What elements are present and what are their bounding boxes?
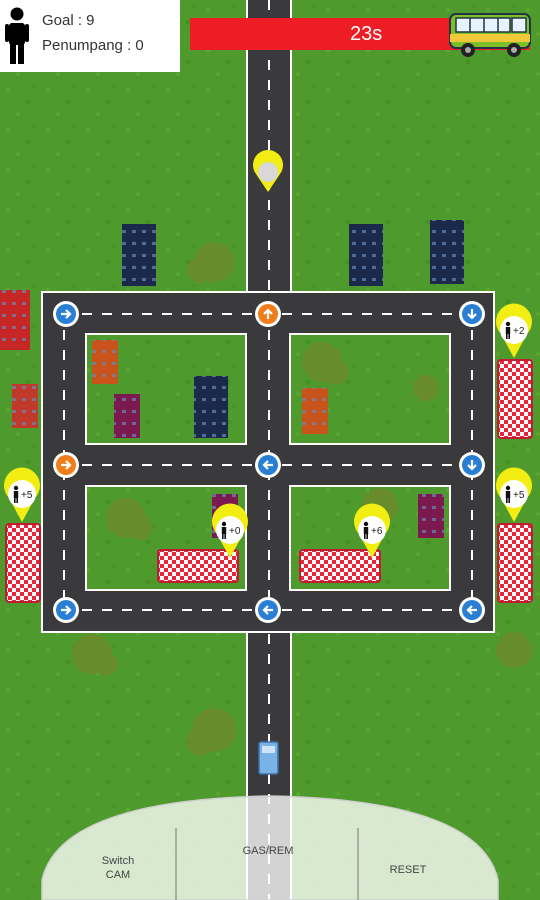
direction-arrow-icon[interactable] [53, 597, 79, 623]
stop-pin-inner-right: +6 [354, 503, 390, 558]
building-maroon-1 [114, 394, 140, 438]
control-pad: Switch CAM GAS/REM RESET [0, 790, 540, 900]
stop-count: +6 [371, 526, 383, 537]
direction-arrow-icon[interactable] [255, 301, 281, 327]
bus-stop-left-middle[interactable] [5, 523, 41, 603]
control-pad-background [41, 795, 499, 900]
timer-text: 23s [350, 23, 383, 45]
stop-pin-right-top: +2 [496, 303, 532, 358]
direction-arrow-icon[interactable] [459, 597, 485, 623]
person-icon [505, 485, 511, 503]
person-icon [13, 485, 19, 503]
passenger-count-label: Penumpang : 0 [42, 37, 144, 54]
hud-panel: Goal : 9 Penumpang : 0 [0, 0, 180, 72]
direction-arrows [53, 301, 485, 623]
building-navy-2 [349, 224, 383, 286]
switch-cam-label-line1: Switch [101, 855, 135, 867]
bus-stop-right-middle[interactable] [497, 523, 533, 603]
building-red-1 [0, 290, 30, 350]
person-icon [5, 7, 29, 64]
stop-pin-inner-left: +0 [212, 503, 248, 558]
location-pin-icon [253, 150, 283, 192]
bus-stop-inner-right[interactable] [299, 549, 381, 583]
building-orange-1 [92, 340, 118, 384]
person-icon [221, 521, 227, 539]
stop-count: +0 [229, 526, 241, 537]
minibus-icon [449, 13, 531, 57]
switch-cam-button[interactable]: Switch CAM [60, 830, 176, 900]
direction-arrow-icon[interactable] [53, 452, 79, 478]
stop-count: +5 [513, 490, 525, 501]
bushes [72, 242, 532, 756]
gas-brake-button[interactable]: GAS/REM [178, 820, 358, 900]
person-icon [505, 321, 511, 339]
switch-cam-label-line2: CAM [105, 869, 131, 881]
stop-pin-right-middle: +5 [496, 467, 532, 522]
reset-button[interactable]: RESET [360, 830, 480, 900]
bus-stops [5, 359, 533, 603]
building-orange-2 [302, 388, 328, 434]
stop-pin-left-middle: +5 [4, 467, 41, 522]
direction-arrow-icon[interactable] [255, 452, 281, 478]
person-icon [363, 521, 369, 539]
direction-arrow-icon[interactable] [459, 301, 485, 327]
direction-arrow-icon[interactable] [53, 301, 79, 327]
gas-brake-label: GAS/REM [242, 845, 294, 857]
goal-label: Goal : 9 [42, 12, 95, 29]
building-maroon-3 [418, 494, 444, 538]
building-red-2 [12, 384, 38, 428]
bus-stop-right-top[interactable] [497, 359, 533, 439]
reset-label: RESET [389, 864, 427, 876]
buildings [0, 220, 464, 538]
stop-count: +5 [21, 490, 33, 501]
stop-count: +2 [513, 326, 525, 337]
direction-arrow-icon[interactable] [459, 452, 485, 478]
player-car [258, 741, 279, 775]
building-navy-4 [194, 376, 228, 438]
building-navy-1 [122, 224, 156, 286]
building-navy-3 [430, 220, 464, 284]
direction-arrow-icon[interactable] [255, 597, 281, 623]
bus-stop-inner-left[interactable] [157, 549, 239, 583]
